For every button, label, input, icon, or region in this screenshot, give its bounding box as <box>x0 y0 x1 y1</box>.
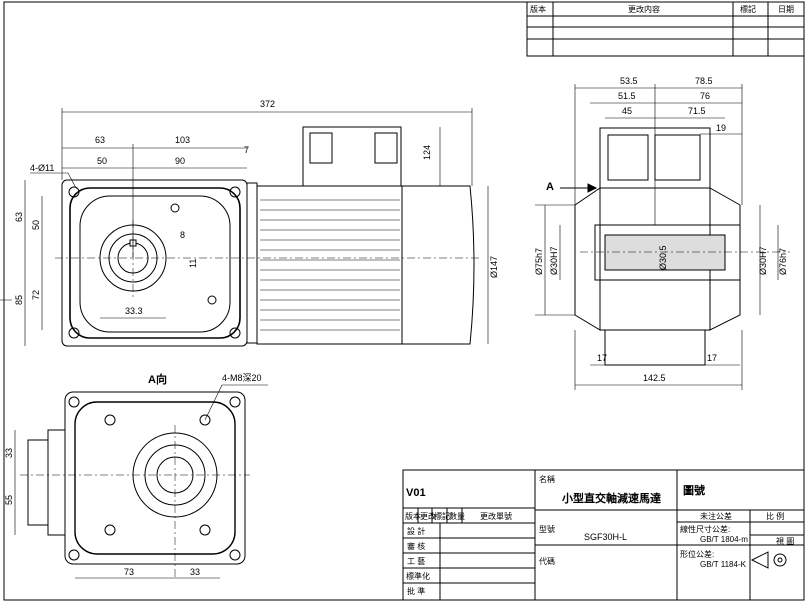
dim-71-5: 71.5 <box>688 106 706 116</box>
view-a <box>14 384 268 580</box>
dim-19: 19 <box>716 123 726 133</box>
dim-72-left: 72 <box>31 290 41 300</box>
dim-dia-76h7: Ø76h7 <box>778 248 788 275</box>
mount-holes-label: 4-Ø11 <box>30 163 54 173</box>
view-arrow-a: A <box>546 181 554 193</box>
tb-row-header-0: 版本 <box>405 511 421 521</box>
side-view-dims: 53.5 78.5 51.5 76 45 71.5 19 A Ø75h7 Ø30… <box>534 76 788 383</box>
tb-version: V01 <box>406 487 426 499</box>
title-block-text: V01 名稱 小型直交軸減速馬達 圖號 型號 SGF30H-L 代碼 未注公差 … <box>405 474 794 596</box>
rev-header-mark: 標記 <box>740 4 756 14</box>
rev-header-date: 日期 <box>778 5 794 14</box>
tb-sign-2: 工 藝 <box>407 556 425 566</box>
view-a-title: A向 <box>148 372 167 386</box>
tb-model-label: 型號 <box>539 524 555 534</box>
dim-dia-30-5: Ø30.5 <box>658 245 668 270</box>
tb-tol-dim: GB/T 1804-m <box>700 535 748 544</box>
tb-view-label: 視 圖 <box>776 537 794 546</box>
dim-7: 7 <box>244 145 249 155</box>
tb-scale-label: 比 例 <box>766 511 784 521</box>
dim-63-top: 63 <box>95 135 105 145</box>
tb-model: SGF30H-L <box>584 532 627 542</box>
tb-sign-4: 批 準 <box>407 586 425 596</box>
dim-53-5: 53.5 <box>620 76 638 86</box>
tb-sign-1: 審 核 <box>407 541 425 551</box>
dim-33-left: 33 <box>4 448 14 458</box>
dim-76: 76 <box>700 91 710 101</box>
dim-55: 55 <box>4 495 14 505</box>
tb-row-header-2: 標記 <box>434 511 450 521</box>
dim-key-8: 8 <box>180 230 185 240</box>
rev-header-version: 版本 <box>530 4 546 14</box>
dim-17-left: 17 <box>597 353 607 363</box>
dim-45: 45 <box>622 106 632 116</box>
dim-dia-30h7-left: Ø30H7 <box>549 246 559 275</box>
dim-50-left: 50 <box>31 220 41 230</box>
dim-33-3: 33.3 <box>125 306 143 316</box>
dim-124: 124 <box>422 145 432 160</box>
front-view <box>0 108 489 347</box>
view-a-holes: 4-M8深20 <box>222 373 262 383</box>
revision-table <box>526 1 805 57</box>
tb-tol-geo-label: 形位公差: <box>680 549 714 559</box>
dim-dia-30h7-right: Ø30H7 <box>758 246 768 275</box>
tb-tolerance-label: 未注公差 <box>700 511 732 521</box>
dim-85-left: 85 <box>14 295 24 305</box>
tb-tol-geo: GB/T 1184-K <box>700 560 747 569</box>
dim-overall-length: 372 <box>260 99 275 109</box>
tb-row-header-1: 更改 <box>420 511 436 521</box>
dim-17-right: 17 <box>707 353 717 363</box>
tb-sign-3: 標準化 <box>406 571 430 581</box>
dim-78-5: 78.5 <box>695 76 713 86</box>
revision-table-text: 版本 更改内容 標記 日期 <box>530 4 794 14</box>
dim-103: 103 <box>175 135 190 145</box>
dim-51-5: 51.5 <box>618 91 636 101</box>
front-view-dims: 372 63 103 7 50 90 124 4-Ø11 63 50 72 85… <box>14 99 499 316</box>
tb-tol-dim-label: 線性尺寸公差: <box>680 524 730 534</box>
tb-name: 小型直交軸減速馬達 <box>561 491 661 505</box>
title-block <box>402 469 805 601</box>
dim-dia-147: Ø147 <box>489 256 499 278</box>
view-a-dims: A向 4-M8深20 33 55 73 33 <box>4 372 262 577</box>
tb-row-header-3: 數量 <box>449 511 465 521</box>
rev-header-content: 更改内容 <box>628 4 660 14</box>
dim-63-left: 63 <box>14 212 24 222</box>
tb-row-header-4: 更改單號 <box>480 511 512 521</box>
dim-90: 90 <box>175 156 185 166</box>
dim-11: 11 <box>188 259 198 268</box>
tb-sign-0: 設 計 <box>407 526 425 536</box>
tb-code-label: 代碼 <box>539 556 555 566</box>
tb-drawing-no-label: 圖號 <box>683 483 705 497</box>
dim-33-bottom: 33 <box>190 567 200 577</box>
dim-dia-75h7: Ø75h7 <box>534 248 544 275</box>
side-view <box>535 84 790 390</box>
dim-50-top: 50 <box>97 156 107 166</box>
tb-name-label: 名稱 <box>539 474 555 484</box>
dim-142-5: 142.5 <box>643 373 666 383</box>
dim-73: 73 <box>124 567 134 577</box>
